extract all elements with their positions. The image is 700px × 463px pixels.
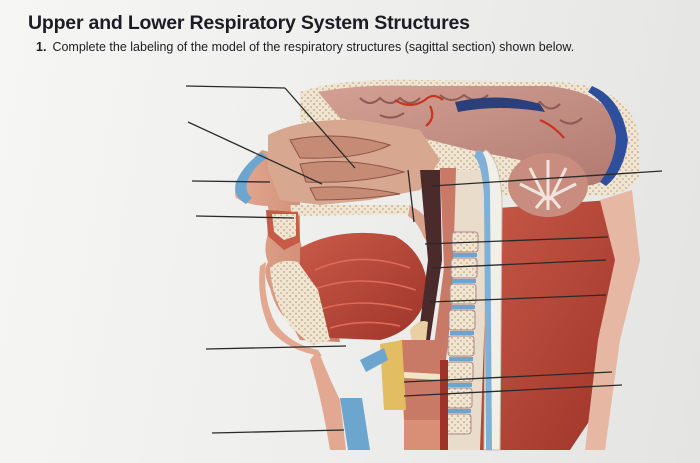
trachea (404, 420, 440, 450)
esophagus (440, 360, 448, 450)
leader-line-1 (186, 86, 285, 88)
hard-palate (290, 205, 412, 216)
leader-line-6 (212, 430, 344, 433)
leader-line-5 (206, 346, 346, 349)
